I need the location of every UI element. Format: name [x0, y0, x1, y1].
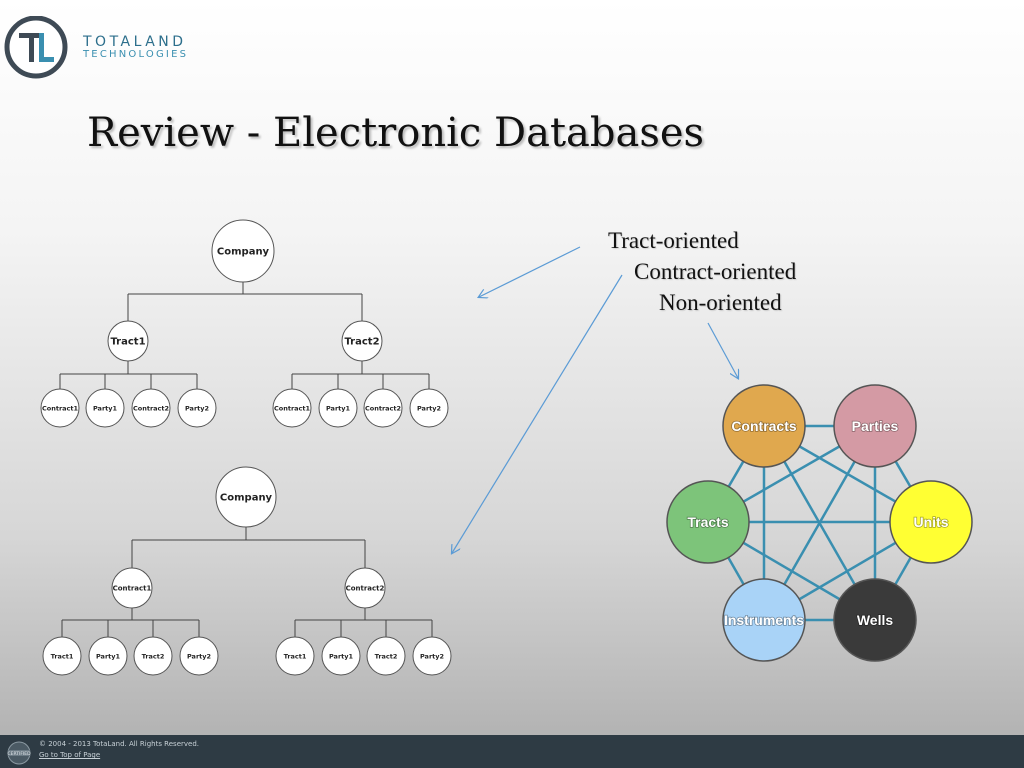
network-node-label: Instruments	[724, 612, 804, 628]
tract_tree-child-node-2: Tract2	[341, 320, 383, 362]
network-node-label: Contracts	[731, 418, 797, 434]
tract_tree-root-node: Company	[211, 219, 275, 283]
tract_tree-leaf-node-label: Contract2	[133, 404, 169, 412]
contract_tree-leaf-node: Party1	[88, 636, 128, 676]
contract_tree-child-node-1: Contract1	[111, 567, 153, 609]
totaland-logo	[4, 16, 68, 79]
contract_tree-leaf-node-label: Tract2	[375, 652, 398, 660]
tract_tree-leaf-node-label: Party2	[417, 404, 441, 412]
contract_tree-child-node-2: Contract2	[344, 567, 386, 609]
network-node-tracts: Tracts	[666, 480, 750, 564]
contract_tree-leaf-node: Tract2	[133, 636, 173, 676]
tract_tree-leaf-node-label: Party2	[185, 404, 209, 412]
network-node-instruments: Instruments	[722, 578, 806, 662]
contract_tree-leaf-node-label: Party2	[420, 652, 444, 660]
label-tract-oriented: Tract-oriented	[608, 228, 739, 253]
contract_tree-leaf-node-label: Party2	[187, 652, 211, 660]
label-non-oriented: Non-oriented	[659, 290, 782, 315]
contract_tree-leaf-node-label: Tract2	[142, 652, 165, 660]
contract_tree-leaf-node: Tract1	[275, 636, 315, 676]
tract_tree-leaf-node-label: Contract2	[365, 404, 401, 412]
tract_tree-child-node-1-label: Tract1	[110, 337, 145, 348]
contract_tree-child-node-1-label: Contract1	[113, 584, 152, 592]
contract_tree-child-node-2-label: Contract2	[346, 584, 385, 592]
contract_tree-leaf-node: Party2	[412, 636, 452, 676]
network-node-parties: Parties	[833, 384, 917, 468]
pointer-arrow	[479, 246, 581, 297]
tract_tree-root-node-label: Company	[217, 247, 270, 258]
network-node-contracts: Contracts	[722, 384, 806, 468]
contract_tree-leaf-node-label: Party1	[329, 652, 354, 660]
certified-badge-icon: CERTIFIED	[7, 741, 31, 765]
tract_tree-child-node-1: Tract1	[107, 320, 149, 362]
copyright-text: © 2004 - 2013 TotaLand. All Rights Reser…	[39, 740, 199, 748]
network-node-label: Tracts	[687, 514, 728, 530]
tract_tree-leaf-node: Party2	[177, 388, 217, 428]
contract_tree-leaf-node-label: Tract1	[51, 652, 74, 660]
contract_tree-leaf-node: Tract1	[42, 636, 82, 676]
contract_tree-leaf-node-label: Tract1	[284, 652, 307, 660]
tract_tree-leaf-node-label: Contract1	[42, 404, 79, 412]
contract_tree-leaf-node: Tract2	[366, 636, 406, 676]
slide-title: Review - Electronic Databases	[87, 110, 705, 156]
contract_tree-leaf-node-label: Party1	[96, 652, 121, 660]
tract_tree-leaf-node: Contract2	[131, 388, 171, 428]
contract_tree-root-node: Company	[215, 466, 277, 528]
tract_tree-leaf-node: Contract1	[272, 388, 312, 428]
tract_tree-leaf-node: Party2	[409, 388, 449, 428]
contract_tree-leaf-node: Party1	[321, 636, 361, 676]
network-node-label: Wells	[857, 612, 894, 628]
go-to-top-link[interactable]: Go to Top of Page	[39, 751, 101, 759]
tract_tree-leaf-node: Contract2	[363, 388, 403, 428]
pointer-arrow	[707, 322, 738, 378]
svg-text:CERTIFIED: CERTIFIED	[7, 751, 31, 757]
contract_tree-leaf-node: Party2	[179, 636, 219, 676]
tract_tree-child-node-2-label: Tract2	[344, 337, 379, 348]
tract_tree-leaf-node: Party1	[85, 388, 125, 428]
tract_tree-leaf-node-label: Contract1	[274, 404, 311, 412]
label-contract-oriented: Contract-oriented	[634, 259, 797, 284]
brand-name: TOTALAND	[83, 34, 187, 50]
tl-monogram-icon	[4, 16, 68, 79]
network-node-wells: Wells	[833, 578, 917, 662]
brand-subtitle: TECHNOLOGIES	[83, 49, 189, 60]
tract_tree-leaf-node: Contract1	[40, 388, 80, 428]
network-node-label: Units	[914, 514, 949, 530]
network-node-label: Parties	[852, 418, 899, 434]
network-node-units: Units	[889, 480, 973, 564]
pointer-arrow	[452, 274, 623, 553]
tract_tree-leaf-node-label: Party1	[326, 404, 351, 412]
contract_tree-root-node-label: Company	[220, 493, 273, 504]
footer: CERTIFIED © 2004 - 2013 TotaLand. All Ri…	[0, 735, 1024, 768]
tract_tree-leaf-node-label: Party1	[93, 404, 118, 412]
tract_tree-leaf-node: Party1	[318, 388, 358, 428]
